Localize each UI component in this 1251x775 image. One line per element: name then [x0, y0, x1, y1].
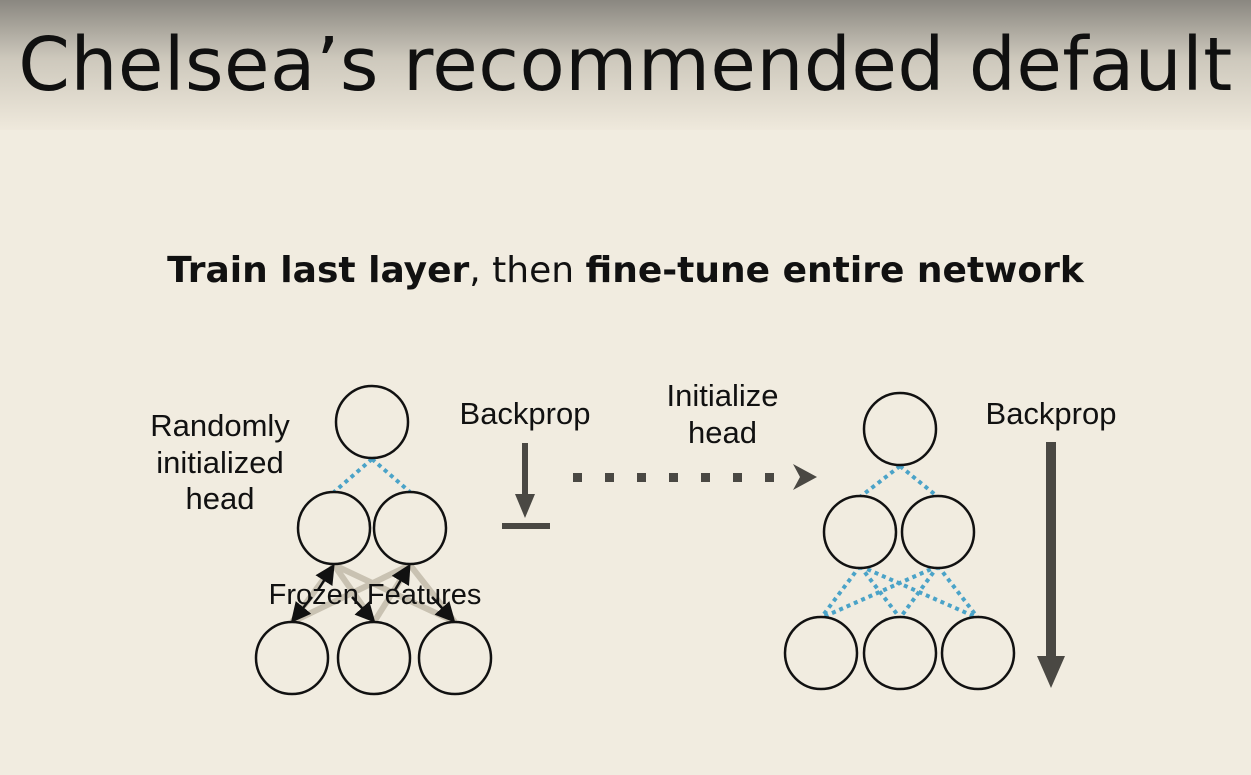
- subtitle-part-bold-1: Train last layer: [167, 250, 470, 291]
- head-label-line2: initialized: [156, 444, 284, 480]
- head-node: [862, 391, 938, 467]
- hidden-node: [822, 494, 898, 570]
- input-node: [862, 615, 938, 691]
- input-node: [254, 620, 330, 696]
- slide-subtitle: Train last layer, then fine-tune entire …: [0, 250, 1251, 291]
- neurons-right: [783, 391, 1016, 691]
- input-node: [940, 615, 1016, 691]
- subtitle-part-bold-2: fine-tune entire network: [585, 250, 1084, 291]
- right-network: [783, 391, 1016, 691]
- left-network: [254, 384, 493, 696]
- transition-arrow: [573, 464, 817, 490]
- head-label: Randomly initialized head: [130, 408, 310, 518]
- right-backprop-label: Backprop: [985, 396, 1117, 431]
- neurons: [254, 384, 493, 696]
- slide-title: Chelsea’s recommended default: [18, 22, 1233, 108]
- initialize-label-line1: Initialize: [666, 378, 779, 413]
- input-node: [417, 620, 493, 696]
- left-backprop-label: Backprop: [459, 396, 591, 431]
- head-node: [334, 384, 410, 460]
- frozen-arrows: [290, 563, 456, 623]
- initialize-label-line2: head: [688, 414, 757, 450]
- head-connections: [332, 457, 412, 494]
- title-shade: [0, 0, 1251, 130]
- initialize-head-label: Initialize head: [640, 378, 805, 451]
- frozen-features-label: Frozen Features: [268, 579, 482, 611]
- hidden-node: [296, 490, 372, 566]
- hidden-node: [900, 494, 976, 570]
- left-backprop-arrow: [502, 443, 550, 529]
- input-node: [783, 615, 859, 691]
- finetune-connections: [819, 464, 980, 620]
- head-label-line1: Randomly: [150, 408, 290, 443]
- right-backprop-arrow: [1037, 442, 1065, 688]
- hidden-node: [372, 490, 448, 566]
- input-node: [336, 620, 412, 696]
- head-label-line3: head: [185, 481, 255, 517]
- subtitle-part-plain: , then: [469, 250, 586, 291]
